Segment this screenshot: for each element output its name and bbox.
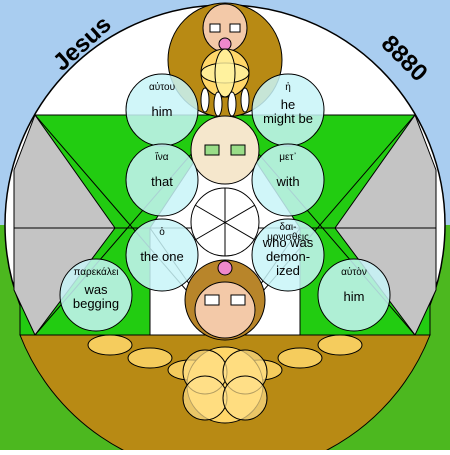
english-text: that [151,174,173,189]
english-text: begging [73,296,119,311]
word-circle [125,218,199,292]
english-text: demon- [266,249,310,264]
greek-text: παρεκάλει [73,266,118,278]
greek-text: ὁ [159,226,165,238]
greek-text: ἠ [285,81,291,93]
bottom-eye-right [230,294,246,306]
word-circle [125,143,199,217]
word-met: μετ᾽ with [251,143,325,217]
middle-eye-right [230,144,246,156]
hanging-petals [200,87,250,117]
petal [277,347,323,369]
bottom-mouth [217,260,233,276]
petal [240,87,250,113]
petal [317,334,363,356]
word-circle [251,143,325,217]
word-circle [317,258,391,332]
english-text: who was [262,235,314,250]
english-text: him [344,289,365,304]
greek-text: ἵνα [155,151,168,163]
greek-text: αὐτου [149,81,175,93]
flower-lobe [182,375,228,421]
word-hina: ἵνα that [125,143,199,217]
flower-petal [214,48,236,98]
greek-text: δαι- [280,222,297,233]
greek-text: μονισθεις [267,232,309,243]
bottom-face-oval [194,281,256,339]
word-ho: ὁ the one [125,218,199,292]
flower-lobe [222,375,268,421]
eye-left [209,23,221,33]
english-text: with [275,174,299,189]
top-face [202,3,248,53]
english-text: the one [140,249,183,264]
petal [227,91,237,117]
petal [127,347,173,369]
eye-right [229,23,241,33]
word-auton: αὐτὸν him [317,258,391,332]
mouth [218,37,232,51]
middle-face-disk [190,115,260,185]
word-autou: αὐτου him [125,73,199,147]
english-text: he [281,97,295,112]
english-text: was [83,282,108,297]
word-circle [59,258,133,332]
middle-eye-left [204,144,220,156]
petal [87,334,133,356]
petal [213,91,223,117]
petal [200,87,210,113]
top-flower [200,48,250,98]
greek-text: αὐτὸν [341,266,367,278]
english-text: might be [263,111,313,126]
bottom-flower [182,346,268,424]
greek-text: μετ᾽ [279,152,297,163]
english-text: him [152,104,173,119]
english-text: ized [276,263,300,278]
bottom-eye-left [204,294,220,306]
word-circle [251,218,325,292]
